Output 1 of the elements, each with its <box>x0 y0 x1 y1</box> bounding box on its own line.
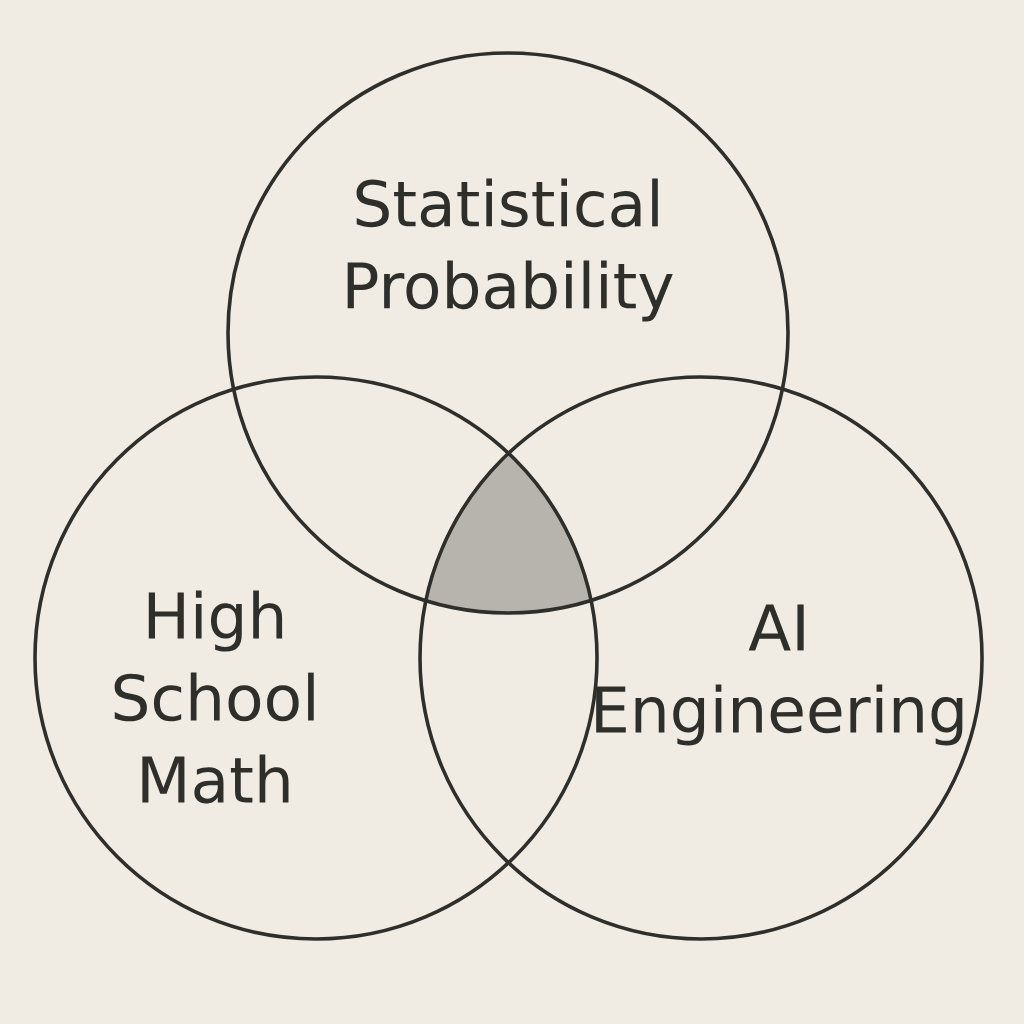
shaded-intersection <box>425 453 592 613</box>
